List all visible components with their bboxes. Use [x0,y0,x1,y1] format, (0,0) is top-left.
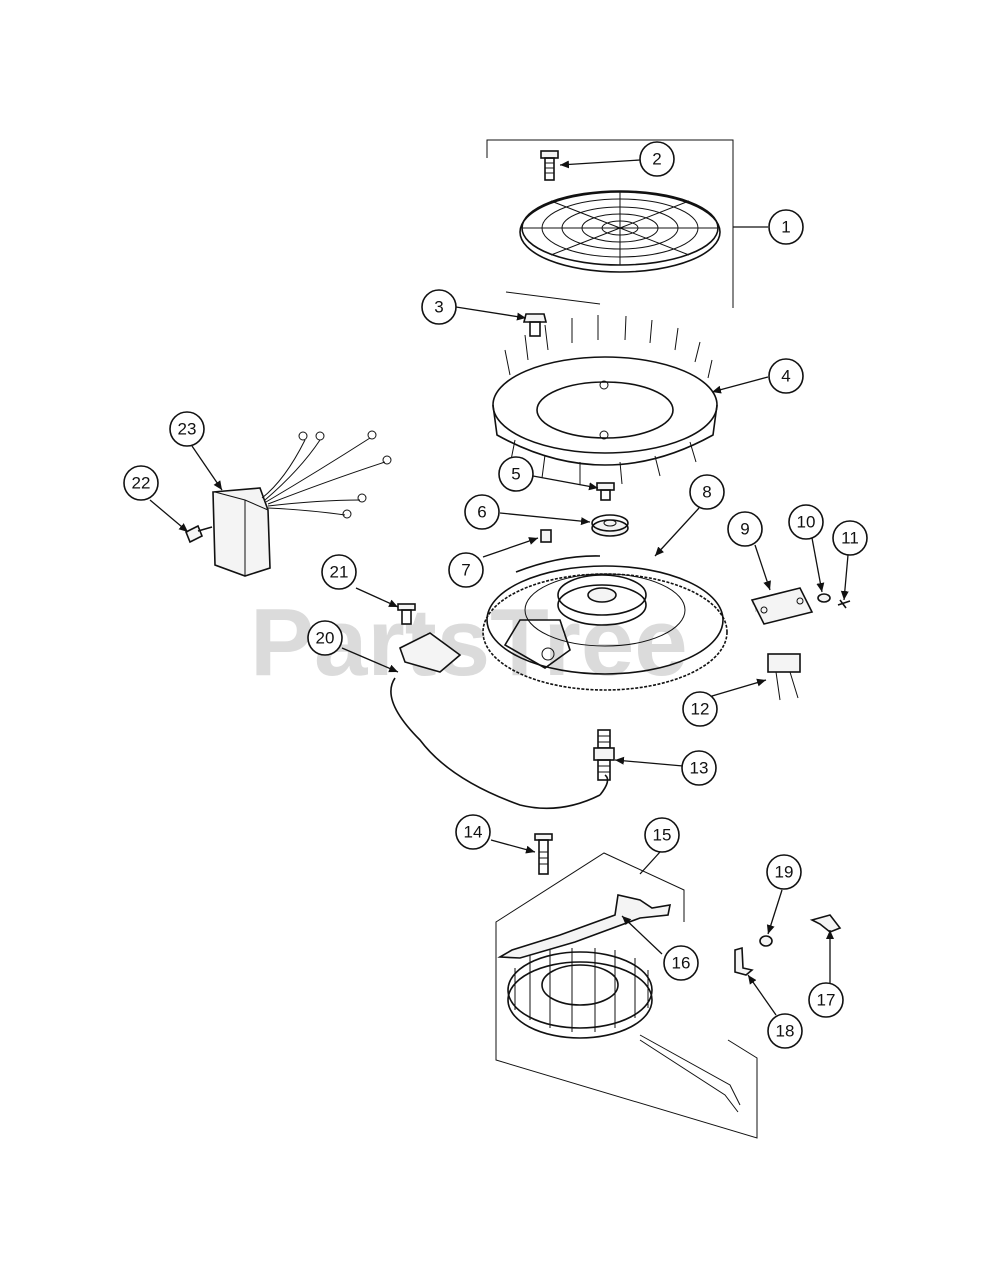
callout-6[interactable]: 6 [464,494,500,530]
callout-14[interactable]: 14 [455,814,491,850]
svg-text:8: 8 [702,483,711,502]
callout-23[interactable]: 23 [169,411,205,447]
svg-text:2: 2 [652,150,661,169]
svg-text:11: 11 [841,529,859,548]
part-plate-16 [497,894,672,959]
screen-shadow-line [505,291,601,305]
callout-5[interactable]: 5 [498,456,534,492]
svg-text:21: 21 [330,563,349,582]
part-washer-6 [591,514,629,537]
part-ignition-coil-20 [390,632,609,810]
svg-text:22: 22 [132,474,151,493]
svg-text:13: 13 [690,759,709,778]
part-clip-18 [734,946,754,976]
part-regulator-23 [212,430,392,577]
callout-3[interactable]: 3 [421,289,457,325]
part-rectifier-9 [750,587,814,625]
svg-text:10: 10 [797,513,816,532]
part-nut-10 [817,593,831,603]
svg-text:16: 16 [672,954,691,973]
part-stator [507,948,741,1113]
svg-text:5: 5 [511,465,520,484]
part-flywheel [482,555,728,691]
svg-text:18: 18 [776,1022,795,1041]
callout-10[interactable]: 10 [788,504,824,540]
callout-22[interactable]: 22 [123,465,159,501]
svg-text:3: 3 [434,298,443,317]
svg-text:12: 12 [691,700,710,719]
callout-12[interactable]: 12 [682,691,718,727]
part-nut-19 [759,935,773,947]
svg-text:20: 20 [316,629,335,648]
svg-text:23: 23 [178,420,197,439]
svg-text:19: 19 [775,863,794,882]
callout-9[interactable]: 9 [727,511,763,547]
part-screw-22 [184,524,213,544]
bracket-1 [486,139,734,308]
callout-15[interactable]: 15 [644,817,680,853]
svg-text:4: 4 [781,367,790,386]
svg-text:7: 7 [461,561,470,580]
callout-13[interactable]: 13 [681,750,717,786]
callout-2[interactable]: 2 [639,141,675,177]
part-key-7 [540,529,552,543]
part-fan-screen [519,190,721,273]
callout-1[interactable]: 1 [768,209,804,245]
part-bolt-14 [534,833,553,875]
callout-8[interactable]: 8 [689,474,725,510]
part-screw-11 [837,599,851,609]
callout-21[interactable]: 21 [321,554,357,590]
svg-text:14: 14 [464,823,483,842]
callout-11[interactable]: 11 [832,520,868,556]
svg-text:9: 9 [740,520,749,539]
leader-lines [149,159,849,1016]
part-spark-plug-13 [593,729,615,781]
callout-16[interactable]: 16 [663,945,699,981]
callout-19[interactable]: 19 [766,854,802,890]
callout-18[interactable]: 18 [767,1013,803,1049]
svg-text:6: 6 [477,503,486,522]
part-clip-17 [809,914,842,933]
part-connector-12 [767,653,801,701]
callout-20[interactable]: 20 [307,620,343,656]
part-cooling-fan [492,315,718,485]
callout-4[interactable]: 4 [768,358,804,394]
part-screw-2 [540,150,559,181]
svg-text:15: 15 [653,826,672,845]
callout-17[interactable]: 17 [808,982,844,1018]
bracket-15 [495,852,758,1139]
part-screw-5 [596,482,615,501]
svg-text:1: 1 [781,218,790,237]
callout-7[interactable]: 7 [448,552,484,588]
part-bolt-3 [522,313,548,337]
svg-text:17: 17 [817,991,836,1010]
